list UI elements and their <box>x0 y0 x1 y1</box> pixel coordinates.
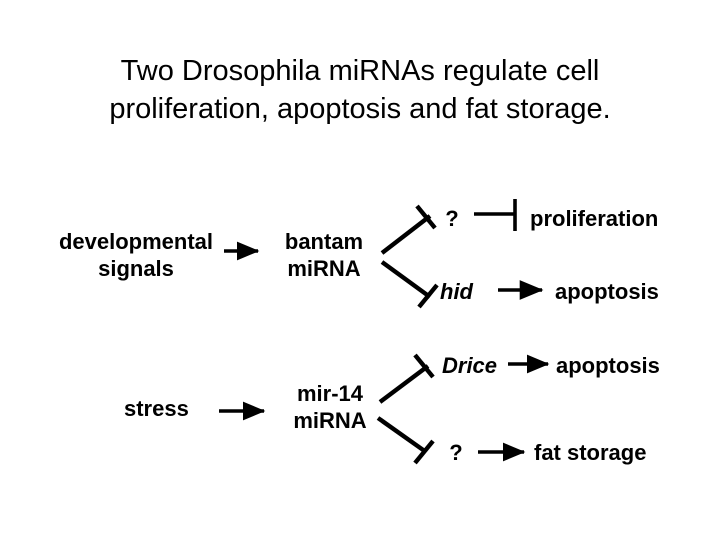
node-mir-14-mirna-line1: mir-14 <box>296 381 364 406</box>
node-developmental-signals: developmental signals <box>36 228 236 282</box>
node-mir-14-mirna-line2: miRNA <box>293 408 367 433</box>
title-line-2: proliferation, apoptosis and fat storage… <box>109 93 611 125</box>
node-question-1: ? <box>445 206 459 231</box>
node-question-2: ? <box>449 440 463 465</box>
edge-bantam-to-question1 <box>380 204 437 255</box>
node-apoptosis-2: apoptosis <box>556 353 660 378</box>
node-developmental-signals-line2: signals <box>98 256 174 281</box>
node-proliferation: proliferation <box>530 206 659 231</box>
node-fat-storage: fat storage <box>534 440 647 465</box>
node-mir-14-mirna: mir-14 miRNA <box>272 380 388 434</box>
node-bantam-mirna-line2: miRNA <box>287 256 361 281</box>
node-developmental-signals-line1: developmental <box>58 229 214 254</box>
edge-bantam-to-hid <box>380 260 439 309</box>
node-bantam-mirna: bantam miRNA <box>264 228 384 282</box>
title-line-1: Two Drosophila miRNAs regulate cell <box>120 55 600 87</box>
edge-question1-to-proliferation <box>474 199 517 231</box>
page-title: Two Drosophila miRNAs regulate cell prol… <box>0 52 720 128</box>
node-stress: stress <box>124 396 189 421</box>
node-hid: hid <box>440 279 473 304</box>
node-bantam-mirna-line1: bantam <box>284 229 364 254</box>
node-drice: Drice <box>442 353 498 378</box>
node-apoptosis-1: apoptosis <box>555 279 659 304</box>
